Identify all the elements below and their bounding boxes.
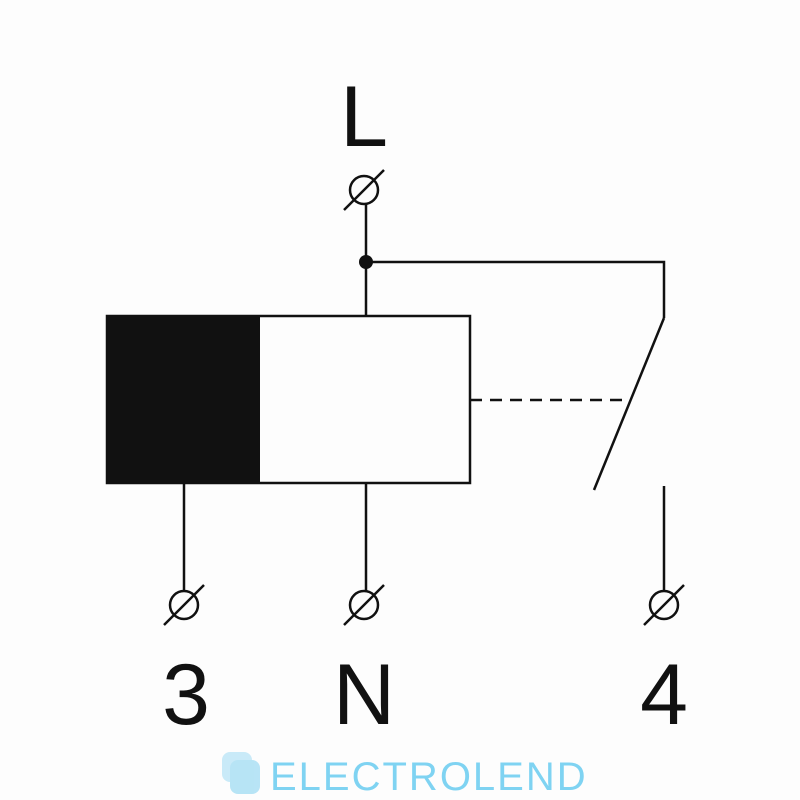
terminal-3-icon	[163, 584, 205, 626]
terminal-L-icon	[343, 169, 385, 211]
relay-coil-filled-part	[107, 316, 260, 483]
label-4: 4	[640, 647, 688, 743]
label-N: N	[333, 647, 395, 743]
wire-L-to-switch	[366, 260, 666, 318]
terminal-N-icon	[343, 584, 385, 626]
label-3: 3	[162, 647, 210, 743]
terminal-4-icon	[643, 584, 685, 626]
watermark-text: ELECTROLEND	[270, 755, 588, 799]
watermark-logo-icon	[222, 752, 260, 794]
label-L: L	[340, 69, 388, 165]
junction-dot	[359, 255, 373, 269]
switch-contact	[592, 317, 666, 491]
